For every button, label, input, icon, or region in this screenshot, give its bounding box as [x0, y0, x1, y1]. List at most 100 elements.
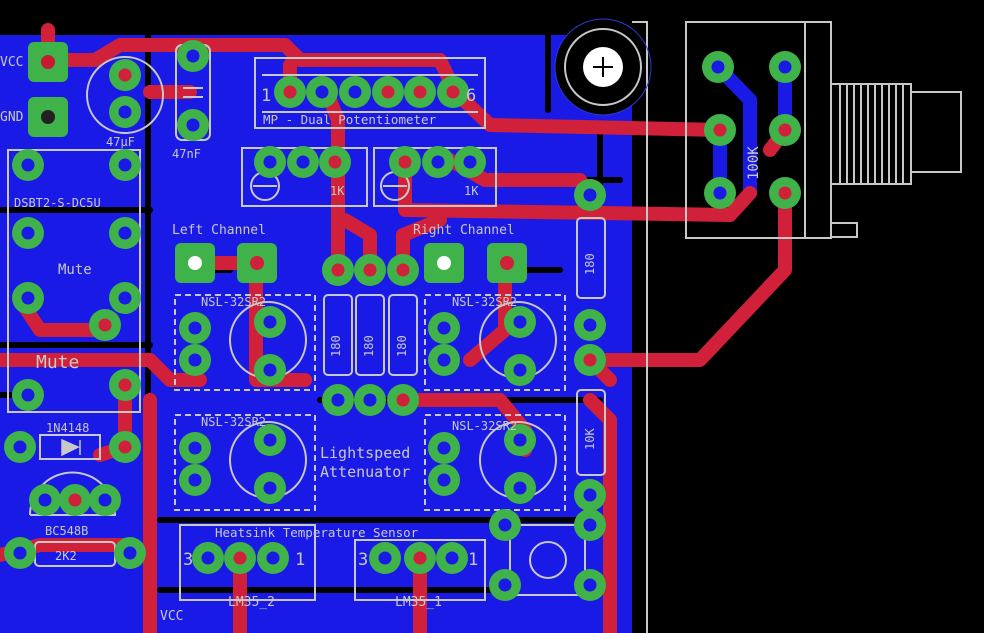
label-lm35-2-pin3: 3: [183, 550, 193, 570]
pad-drill: [118, 68, 132, 82]
pad-drill: [381, 85, 395, 99]
pad-drill: [583, 353, 597, 367]
pad-drill: [513, 363, 527, 377]
pad-drill: [263, 155, 277, 169]
pad-drill: [437, 441, 451, 455]
pad-drill: [38, 493, 52, 507]
pad-drill: [98, 493, 112, 507]
pad-drill: [186, 49, 200, 63]
pad-drill: [711, 60, 725, 74]
pad-drill: [713, 123, 727, 137]
label-r5: 10K: [583, 428, 597, 450]
resistor-r3-outline: [388, 294, 418, 376]
pad-drill: [118, 291, 132, 305]
pad-drill: [296, 155, 310, 169]
label-r2: 180: [362, 335, 376, 357]
pad-drill: [348, 85, 362, 99]
label-opto-tr: NSL-32SR2: [452, 295, 517, 309]
sensor-lm35-1-outline: [354, 539, 486, 601]
label-pot-pin1: 1: [261, 86, 271, 106]
pad-drill: [331, 263, 345, 277]
pad-drill: [713, 186, 727, 200]
label-trimmer-right: 1K: [464, 184, 479, 198]
label-vcc-bottom: VCC: [160, 609, 183, 624]
pad-drill: [778, 186, 792, 200]
pad-drill: [437, 321, 451, 335]
opto-tl-outline: [174, 294, 316, 391]
pad-drill: [583, 578, 597, 592]
pad-drill: [118, 226, 132, 240]
label-relay-mute-top: Mute: [58, 262, 92, 278]
resistor-r1-outline: [323, 294, 353, 376]
pad-drill: [583, 488, 597, 502]
pad-drill: [186, 118, 200, 132]
label-cap-47nf: 47nF: [172, 147, 201, 161]
label-opto-bl: NSL-32SR2: [201, 415, 266, 429]
dual-pot-outline: [254, 57, 486, 129]
label-diode: 1N4148: [46, 421, 89, 435]
label-r4: 180: [583, 253, 597, 275]
label-r3: 180: [395, 335, 409, 357]
pad-drill: [413, 85, 427, 99]
pad-drill: [263, 481, 277, 495]
label-cap-47uf: 47µF: [106, 135, 135, 149]
pad-drill: [378, 551, 392, 565]
pad-drill: [188, 473, 202, 487]
label-opto-br: NSL-32SR2: [452, 419, 517, 433]
pad-drill: [583, 188, 597, 202]
pad-drill: [498, 578, 512, 592]
pad-drill: [498, 518, 512, 532]
opto-tr-outline: [424, 294, 566, 391]
label-lm35-2-pin1: 1: [295, 550, 305, 570]
pad-drill: [13, 440, 27, 454]
resistor-r2-outline: [355, 294, 385, 376]
pad-drill: [396, 393, 410, 407]
pad-drill: [583, 518, 597, 532]
pad-drill: [118, 378, 132, 392]
pad-drill: [583, 318, 597, 332]
text-labels: VCC GND 47µF 47nF 1 6 MP - Dual Potentio…: [0, 55, 762, 624]
label-opto-tl: NSL-32SR2: [201, 295, 266, 309]
label-transistor: BC548B: [45, 524, 88, 538]
relay-outline: [7, 149, 141, 413]
label-lm35-2: LM35_2: [228, 595, 275, 610]
opto-bl-outline: [174, 414, 316, 511]
pad-drill: [188, 353, 202, 367]
pad-drill: [263, 315, 277, 329]
pad-drill: [98, 318, 112, 332]
pad-drill: [513, 433, 527, 447]
resistor-r5-outline: [576, 389, 606, 476]
pad-centers: [41, 55, 514, 270]
pad-drill: [68, 493, 82, 507]
opto-br-outline: [424, 414, 566, 511]
pad-drill: [201, 551, 215, 565]
round-pads: [4, 40, 801, 601]
switch-outline: [509, 524, 586, 596]
pad-drill: [413, 551, 427, 565]
pad-drill: [118, 440, 132, 454]
label-right-channel: Right Channel: [413, 223, 515, 238]
pad-drill: [263, 363, 277, 377]
pad-drill: [431, 155, 445, 169]
pad-drill: [283, 85, 297, 99]
label-r1: 180: [329, 335, 343, 357]
pad-drill: [21, 158, 35, 172]
label-pot-pin6: 6: [466, 86, 476, 106]
pad-drill: [263, 433, 277, 447]
pad-drill: [778, 123, 792, 137]
pad-drill: [188, 441, 202, 455]
label-gnd: GND: [0, 110, 24, 125]
pad-drill: [123, 546, 137, 560]
pad-drill: [398, 155, 412, 169]
label-ext-pot: 100K: [746, 146, 762, 180]
label-title-line1: Lightspeed: [320, 444, 410, 462]
label-heatsink-sensor: Heatsink Temperature Sensor: [215, 525, 419, 540]
label-vcc: VCC: [0, 55, 23, 70]
pad-drill: [446, 85, 460, 99]
pad-drill: [118, 105, 132, 119]
pad-drill: [513, 315, 527, 329]
pad-drill: [778, 60, 792, 74]
pad-drill: [21, 226, 35, 240]
pad-drill: [396, 263, 410, 277]
